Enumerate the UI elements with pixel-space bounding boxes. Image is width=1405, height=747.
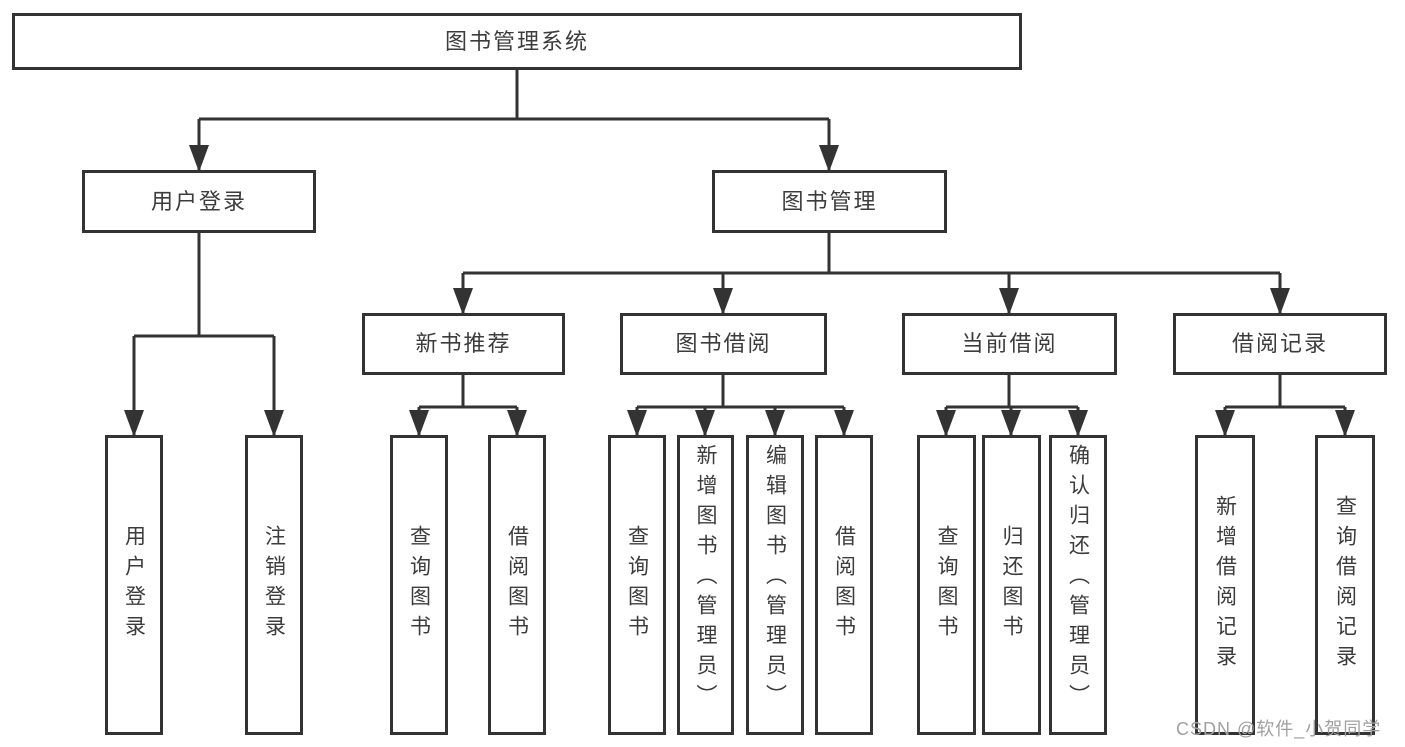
leaf-query-books: 查询图书 xyxy=(390,435,448,735)
node-label: 编辑图书（管理员） xyxy=(763,444,787,714)
arrow-down-icon xyxy=(999,288,1019,315)
arrow-down-icon xyxy=(507,410,527,437)
node-label: 查询借阅记录 xyxy=(1333,495,1357,675)
arrowheads xyxy=(124,145,1355,437)
arrow-down-icon xyxy=(695,410,715,437)
leaf-return-books: 归还图书 xyxy=(982,435,1041,735)
node-label: 确认归还（管理员） xyxy=(1066,444,1090,714)
leaf-user-login: 用户登录 xyxy=(105,435,163,735)
node-label: 用户登录 xyxy=(122,525,146,645)
node-label: 归还图书 xyxy=(1000,525,1024,645)
node-label: 注销登录 xyxy=(262,525,286,645)
node-label: 用户登录 xyxy=(150,188,247,214)
leaf-borrow-books: 借阅图书 xyxy=(815,435,873,735)
node-new-book-recommend: 新书推荐 xyxy=(362,313,565,375)
node-label: 借阅记录 xyxy=(1231,331,1328,357)
arrow-down-icon xyxy=(1215,410,1235,437)
arrow-down-icon xyxy=(819,145,839,172)
node-label: 新增借阅记录 xyxy=(1213,495,1237,675)
node-label: 图书借阅 xyxy=(675,331,772,357)
leaf-query-books: 查询图书 xyxy=(917,435,976,735)
node-library-system: 图书管理系统 xyxy=(12,13,1022,70)
node-label: 查询图书 xyxy=(625,525,649,645)
node-current-borrow: 当前借阅 xyxy=(902,313,1117,375)
node-book-borrow: 图书借阅 xyxy=(620,313,827,375)
node-borrow-records: 借阅记录 xyxy=(1173,313,1387,375)
node-user-login: 用户登录 xyxy=(82,170,316,233)
node-label: 借阅图书 xyxy=(832,525,856,645)
node-label: 新书推荐 xyxy=(415,331,512,357)
leaf-add-borrow-record: 新增借阅记录 xyxy=(1195,435,1255,735)
leaf-borrow-books: 借阅图书 xyxy=(488,435,546,735)
node-label: 新增图书（管理员） xyxy=(694,444,718,714)
leaf-confirm-return-admin: 确认归还（管理员） xyxy=(1049,435,1107,735)
arrow-down-icon xyxy=(453,288,473,315)
arrow-down-icon xyxy=(409,410,429,437)
arrow-down-icon xyxy=(1270,288,1290,315)
node-label: 图书管理系统 xyxy=(444,28,589,54)
node-label: 当前借阅 xyxy=(961,331,1058,357)
arrow-down-icon xyxy=(936,410,956,437)
node-book-management: 图书管理 xyxy=(712,170,947,233)
leaf-add-book-admin: 新增图书（管理员） xyxy=(677,435,734,735)
arrow-down-icon xyxy=(189,145,209,172)
node-label: 查询图书 xyxy=(407,525,431,645)
node-label: 借阅图书 xyxy=(505,525,529,645)
node-label: 查询图书 xyxy=(935,525,959,645)
node-label: 图书管理 xyxy=(781,188,878,214)
arrow-down-icon xyxy=(1335,410,1355,437)
leaf-query-books: 查询图书 xyxy=(608,435,666,735)
tree-edges xyxy=(132,70,1347,437)
arrow-down-icon xyxy=(264,410,284,437)
leaf-edit-book-admin: 编辑图书（管理员） xyxy=(746,435,804,735)
leaf-query-borrow-record: 查询借阅记录 xyxy=(1315,435,1375,735)
leaf-logout: 注销登录 xyxy=(245,435,303,735)
csdn-watermark: CSDN @软件_小贺同学 xyxy=(1176,719,1382,739)
arrow-down-icon xyxy=(765,410,785,437)
arrow-down-icon xyxy=(1068,410,1088,437)
arrow-down-icon xyxy=(124,410,144,437)
arrow-down-icon xyxy=(834,410,854,437)
arrow-down-icon xyxy=(627,410,647,437)
arrow-down-icon xyxy=(1001,410,1021,437)
arrow-down-icon xyxy=(713,288,733,315)
